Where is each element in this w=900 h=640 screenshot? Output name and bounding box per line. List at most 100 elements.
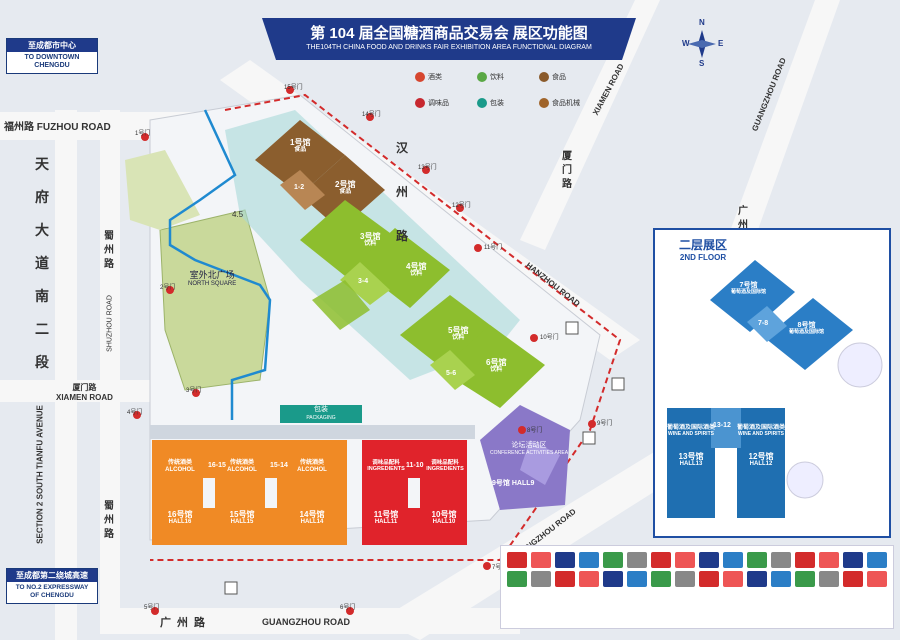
service-icon <box>579 552 599 568</box>
service-icon <box>651 552 671 568</box>
service-icon <box>747 571 767 587</box>
service-icon <box>651 571 671 587</box>
legend-swatch <box>477 98 487 108</box>
legend-swatch <box>539 98 549 108</box>
gate-3-label: 3号门 <box>186 388 202 394</box>
title-en: THE104TH CHINA FOOD AND DRINKS FAIR EXHI… <box>306 44 592 51</box>
service-icon <box>507 571 527 587</box>
hall-8-label: 8号馆葡萄酒及国际馆 <box>789 322 825 336</box>
service-icon <box>843 552 863 568</box>
road-tianfu-zh: 天府大道南二段 <box>35 156 49 370</box>
service-icon-legend <box>500 545 894 629</box>
legend-swatch <box>415 98 425 108</box>
sign-to-downtown: 至成都市中心 TO DOWNTOWN CHENGDU <box>6 38 98 74</box>
road-xiamen-ne-zh: 厦门路 <box>562 151 572 190</box>
service-icon <box>627 571 647 587</box>
gate-10-label: 10号门 <box>540 335 559 341</box>
service-icon <box>699 571 719 587</box>
hall-1-shape <box>255 120 345 195</box>
hall-4-label: 4号馆饮料 <box>406 262 427 278</box>
hall-15-14-label: 15-14 <box>270 462 288 469</box>
conference-area <box>520 440 560 485</box>
service-icon <box>603 571 623 587</box>
legend-item: 食品 <box>539 72 566 82</box>
xiamen-road-ne <box>520 0 660 250</box>
hall-1-2-label: 1-2 <box>294 184 305 191</box>
corridor <box>150 425 475 439</box>
road-fuzhou: 福州路 FUZHOU ROAD <box>4 122 111 133</box>
service-icon <box>579 571 599 587</box>
packaging-label: 包装 PACKAGING <box>306 406 336 421</box>
compass-w: W <box>682 39 690 48</box>
hall-5-6-link <box>430 350 475 390</box>
hall-7-8-label: 7-8 <box>758 320 769 327</box>
compass-n: N <box>699 18 705 27</box>
hall-3-annex <box>312 280 370 330</box>
second-floor-panel: 二层展区 2ND FLOOR 7号馆葡萄酒及国际馆 8号馆葡萄酒及国际馆 7-8… <box>653 228 891 538</box>
packaging-strip <box>280 405 362 423</box>
perimeter-route <box>150 93 622 561</box>
gate-4-5-label: 4.5 <box>232 210 244 219</box>
gate-8-label: 8号门 <box>527 428 543 434</box>
conference-label: 论坛活动区 CONFERENCE ACTIVITIES AREA <box>490 442 569 456</box>
legend-swatch <box>415 72 425 82</box>
road-guangzhou-south-en: GUANGZHOU ROAD <box>262 617 350 627</box>
road-tianfu-en: SECTION 2 SOUTH TIANFU AVENUE <box>35 405 45 544</box>
service-icon <box>555 552 575 568</box>
service-icon <box>675 571 695 587</box>
service-icon <box>795 571 815 587</box>
service-icon <box>843 571 863 587</box>
service-icon <box>531 552 551 568</box>
service-icon <box>819 552 839 568</box>
service-icon <box>867 571 887 587</box>
service-icon <box>747 552 767 568</box>
gate-6-label: 6号门 <box>340 605 356 611</box>
service-icon <box>819 571 839 587</box>
hall-2-shape <box>300 155 385 230</box>
hall-3-4-link <box>340 262 390 305</box>
compass-s: S <box>699 59 705 68</box>
second-floor-plan <box>667 260 883 518</box>
hall-4-shape <box>355 228 450 308</box>
road-shuzhou-zh: 蜀州路 <box>104 231 114 270</box>
guangzhou-road-diagonal <box>380 430 720 640</box>
service-icon <box>771 571 791 587</box>
gate-13-label: 13号门 <box>418 165 437 171</box>
hall-3-4-label: 3-4 <box>358 278 369 285</box>
hall-6-shape <box>440 325 545 408</box>
road-shuzhou-en: SHUZHOU ROAD <box>106 295 114 352</box>
category-legend: 酒类 饮料 食品 调味品 包装 食品机械 <box>405 70 595 120</box>
service-icon <box>723 571 743 587</box>
gate-1-label: 1号门 <box>135 131 151 137</box>
legend-item: 调味品 <box>415 98 449 108</box>
road-guangzhou-south: 广州路 <box>160 617 211 629</box>
gate-4-label: 4号门 <box>127 410 143 416</box>
gate-11-label: 11号门 <box>484 245 503 251</box>
title-banner: 第 104 届全国糖酒商品交易会 展区功能图 THE104TH CHINA FO… <box>262 18 636 60</box>
hall-7-label: 7号馆葡萄酒及国际馆 <box>731 282 767 296</box>
service-icon <box>795 552 815 568</box>
service-icon <box>531 571 551 587</box>
service-icon <box>675 552 695 568</box>
hall-2-label: 2号馆食品 <box>335 180 356 196</box>
service-icon <box>699 552 719 568</box>
hall-6-label: 6号馆饮料 <box>486 358 507 374</box>
gate-14-label: 14号门 <box>362 112 381 118</box>
service-icon-grid <box>507 552 889 587</box>
legend-item: 酒类 <box>415 72 442 82</box>
legend-item: 包装 <box>477 98 504 108</box>
service-icon <box>507 552 527 568</box>
road-hanzhou-zh: 汉州路 <box>396 141 409 243</box>
gate-15-label: 15号门 <box>284 85 303 91</box>
hall-9-label: 9号馆 HALL9 <box>492 480 535 487</box>
